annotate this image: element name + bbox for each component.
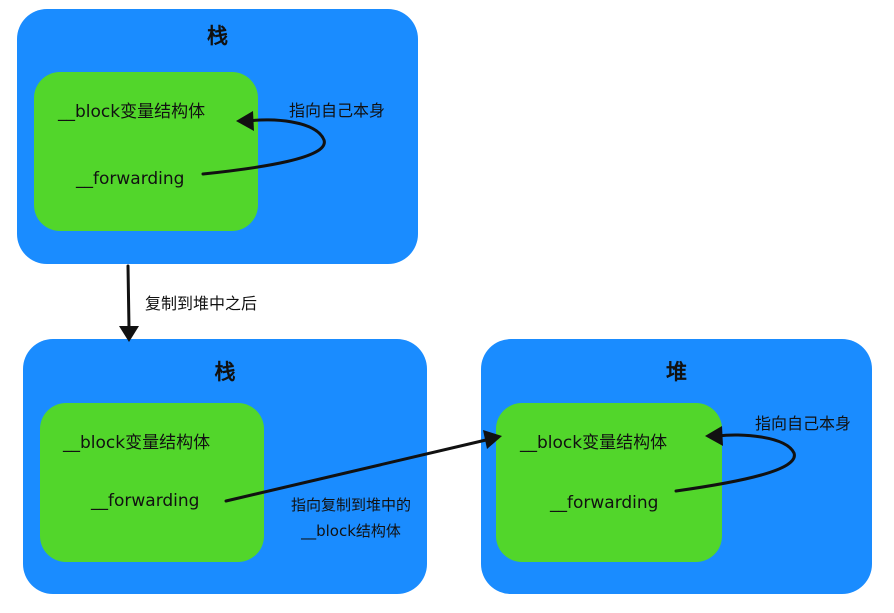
self-pointer-note-heap: 指向自己本身	[755, 414, 852, 433]
self-pointer-note-top: 指向自己本身	[289, 101, 386, 120]
block-struct-label-top: __block变量结构体	[58, 102, 206, 122]
transition-arrow	[126, 264, 131, 330]
stack-title-top: 栈	[207, 24, 228, 48]
block-struct-top	[34, 72, 258, 231]
cross-pointer-note: 指向复制到堆中的 __block结构体	[266, 492, 436, 544]
forwarding-label-bottom-left: __forwarding	[91, 491, 200, 511]
stack-title-bottom: 栈	[214, 360, 236, 384]
block-struct-label-bottom-left: __block变量结构体	[63, 433, 211, 453]
forwarding-label-top: __forwarding	[76, 169, 185, 189]
block-struct-heap	[496, 403, 722, 562]
block-struct-label-heap: __block变量结构体	[520, 433, 668, 453]
cross-pointer-note-line2: __block结构体	[301, 522, 401, 540]
forwarding-label-heap: __forwarding	[550, 493, 659, 513]
block-struct-bottom-left	[40, 403, 264, 562]
cross-pointer-note-line1: 指向复制到堆中的	[290, 496, 411, 514]
transition-note: 复制到堆中之后	[145, 294, 258, 313]
heap-title: 堆	[666, 360, 687, 384]
